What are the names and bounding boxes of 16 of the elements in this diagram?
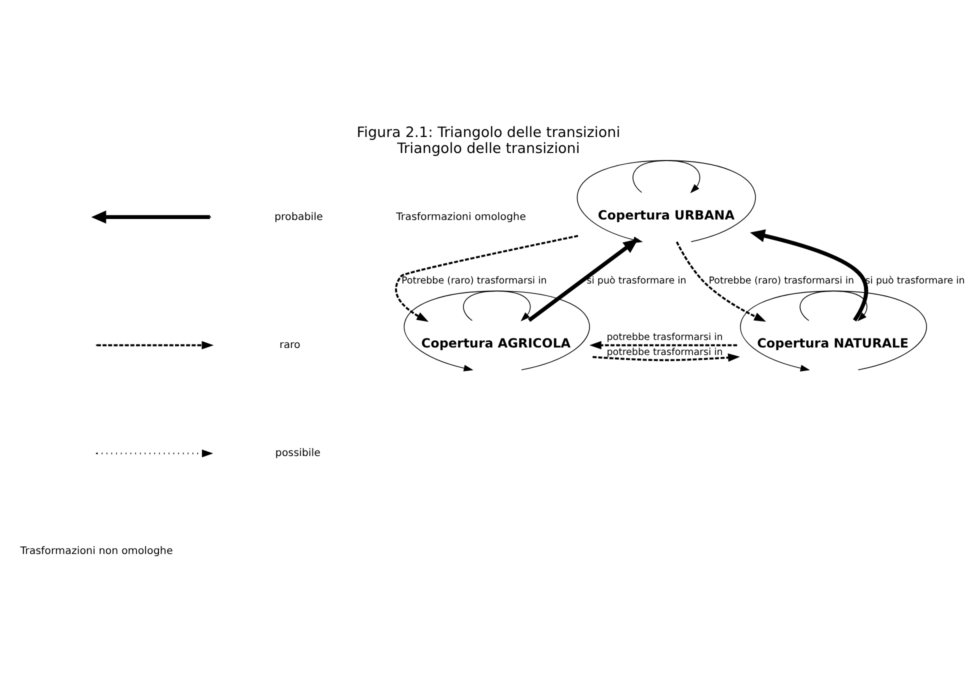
edge-label: si può trasformare in xyxy=(864,275,964,286)
legend-label: probabile xyxy=(274,210,322,222)
node-text: Copertura AGRICOLA xyxy=(420,336,570,351)
label: Trasformazioni omologhe xyxy=(396,210,526,222)
node-text: Copertura NATURALE xyxy=(756,336,908,351)
legend-label: raro xyxy=(278,338,300,350)
edge-label: Potrebbe (raro) trasformarsi in xyxy=(401,275,546,286)
edge-label: potrebbe trasformarsi in xyxy=(606,332,722,343)
edge-label: si può trasformare in xyxy=(586,275,686,286)
node-text: Copertura URBANA xyxy=(597,208,734,223)
label: Trasformazioni non omologhe xyxy=(20,544,172,557)
edge-label: potrebbe trasformarsi in xyxy=(606,346,722,358)
legend-label: possibile xyxy=(274,446,320,459)
caption: Figura 2.1: Triangolo delle transizioni xyxy=(356,124,620,140)
diagram-title: Triangolo delle transizioni xyxy=(396,140,580,156)
edge-label: Potrebbe (raro) trasformarsi in xyxy=(708,275,854,286)
